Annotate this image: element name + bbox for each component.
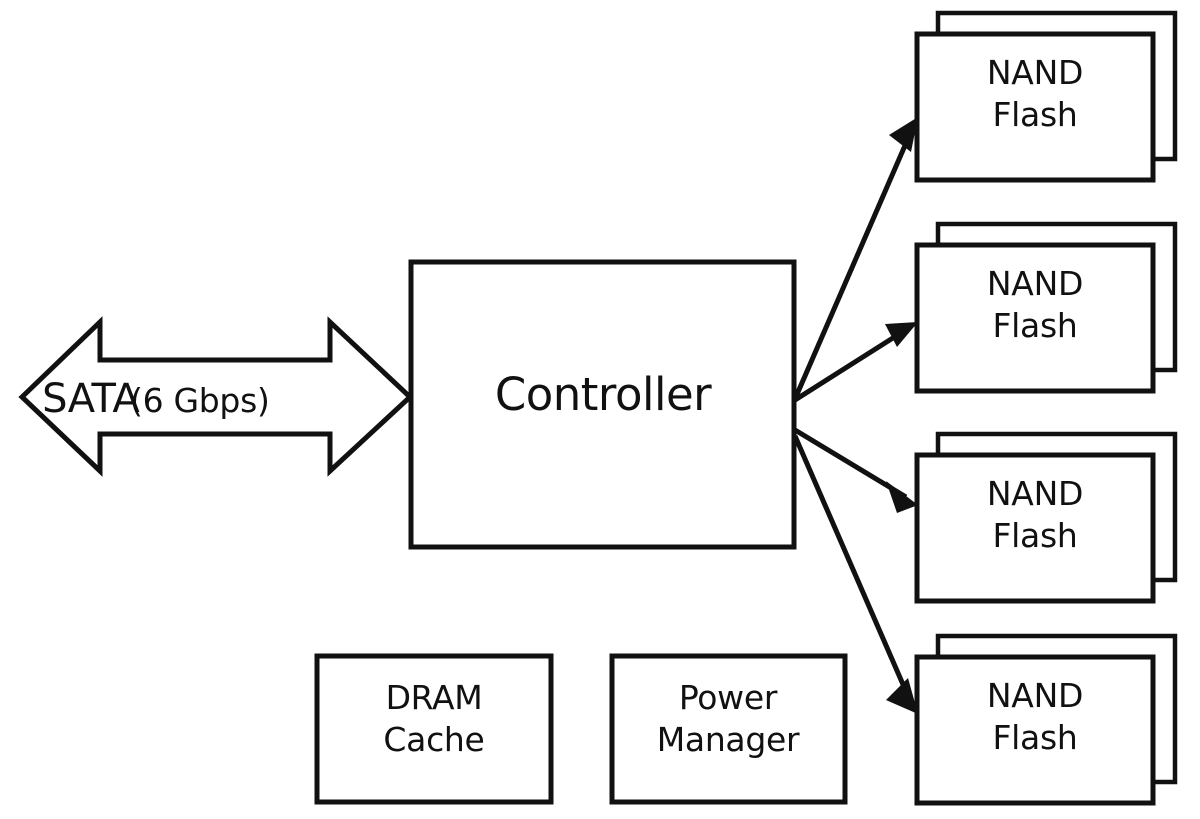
arrow-head-1 [889,117,918,152]
connector-line-3 [793,427,908,500]
nand-flash-2-front-box [914,242,1156,394]
nand-flash-1-label-line1: NAND [987,53,1083,92]
nand-flash-4: NAND Flash [914,633,1178,806]
dram-cache-block: DRAM Cache [314,653,554,805]
dram-cache-label-line1: DRAM [386,678,483,717]
nand-flash-2: NAND Flash [914,221,1178,394]
controller-block: Controller [408,259,797,550]
connector-line-4 [792,435,911,697]
nand-flash-4-label-line1: NAND [987,676,1083,715]
nand-flash-1: NAND Flash [914,10,1178,183]
connector-controller-to-nand-flash-2 [793,322,918,403]
connector-line-1 [792,133,913,400]
arrow-head-3 [886,481,918,513]
nand-flash-3-label-line1: NAND [987,474,1083,513]
sata-protocol-label: SATA [42,376,140,422]
nand-flash-2-label-line1: NAND [987,264,1083,303]
nand-flash-1-front-box [914,31,1156,183]
arrow-head-2 [885,322,918,347]
controller-to-flash-connectors [792,117,918,714]
connector-line-2 [793,326,909,403]
controller-label: Controller [495,368,712,421]
connector-controller-to-nand-flash-3 [793,427,918,513]
nand-flash-4-front-box [914,654,1156,806]
sata-speed-label: (6 Gbps) [130,381,270,420]
nand-flash-4-label-line2: Flash [993,718,1078,757]
dram-cache-label-line2: Cache [383,720,484,759]
nand-flash-3-front-box [914,452,1156,604]
power-manager-box [609,653,848,805]
power-manager-label-line2: Manager [657,720,800,759]
power-manager-block: Power Manager [609,653,848,805]
controller-box [408,259,797,550]
dram-cache-box [314,653,554,805]
connector-controller-to-nand-flash-4 [792,435,918,714]
nand-flash-2-label-line2: Flash [993,306,1078,345]
nand-flash-3-label-line2: Flash [993,516,1078,555]
connector-controller-to-nand-flash-1 [792,117,918,400]
nand-flash-3: NAND Flash [914,431,1178,604]
sata-interface-arrow: SATA (6 Gbps) [18,316,414,477]
arrow-head-4 [886,678,918,714]
nand-flash-1-label-line2: Flash [993,95,1078,134]
power-manager-label-line1: Power [679,678,778,717]
